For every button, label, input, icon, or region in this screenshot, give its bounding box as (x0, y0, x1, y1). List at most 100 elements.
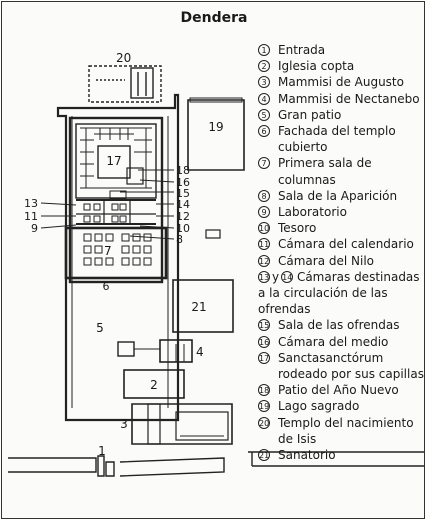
sanatorium (172, 279, 234, 333)
plan-label-21: 21 (191, 300, 206, 314)
isis-temple-building (130, 67, 154, 99)
legend-text: Templo del nacimiento de Isis (278, 415, 414, 446)
legend-text: Fachada del templo cubierto (278, 124, 396, 155)
legend-number: 4 (258, 92, 270, 105)
new-year-court (126, 167, 144, 185)
plan-label-10: 10 (176, 222, 190, 235)
legend-text: Patio del Año Nuevo (278, 383, 399, 398)
legend-number: 21 (258, 449, 270, 462)
legend-text: Gran patio (278, 107, 342, 122)
legend-item-9: 9 Laboratorio (258, 204, 424, 220)
legend-number: 19 (258, 400, 270, 413)
legend-item-4: 4 Mammisi de Nectanebo (258, 91, 424, 107)
legend-number: 15 (258, 319, 270, 332)
legend-number: 12 (258, 254, 270, 267)
legend-number: 10 (258, 222, 270, 235)
enclosure-wall (56, 93, 180, 422)
legend-text: Laboratorio (278, 205, 347, 220)
legend-text: Lago sagrado (278, 399, 360, 414)
legend-text: Cámara del Nilo (278, 253, 375, 268)
legend-number: 7 (258, 157, 270, 170)
outer-wall-right (119, 457, 225, 477)
legend-text: Entrada (278, 43, 326, 57)
legend-text: Sanatorio (278, 448, 336, 463)
legend-number: 5 (258, 108, 270, 121)
plan-label-5: 5 (96, 321, 104, 335)
plan-label-19: 19 (208, 120, 223, 134)
legend-number: 8 (258, 189, 270, 202)
legend: 1 Entrada 2 Iglesia copta 3 Mammisi de Augu… (258, 42, 424, 463)
plan-label-15: 15 (176, 187, 190, 200)
legend-number: 18 (258, 384, 270, 397)
plan-label-20: 20 (116, 51, 131, 65)
plan-label-6: 6 (103, 280, 110, 293)
legend-number: 11 (258, 238, 270, 251)
legend-number: 13 (258, 270, 270, 283)
legend-number: 9 (258, 206, 270, 219)
plan-label-16: 16 (176, 176, 190, 189)
legend-text: Sala de las ofrendas (278, 318, 400, 333)
mammisi-augustus (131, 403, 233, 445)
plan-label-17: 17 (106, 154, 121, 168)
plan-label-9: 9 (31, 222, 38, 235)
outer-wall-left (8, 457, 97, 473)
figure-title: Dendera (180, 10, 248, 26)
plan-label-7: 7 (104, 244, 112, 258)
legend-number: 2 (258, 60, 270, 73)
plan-label-2: 2 (150, 378, 158, 392)
legend-text: Cámaras destinadas a la circulación de l… (258, 269, 420, 317)
legend-text: Mammisi de Augusto (278, 75, 404, 90)
legend-number: 3 (258, 76, 270, 89)
legend-item-7: 7 Primera sala de columnas (258, 155, 424, 187)
legend-item-11: 11 Cámara del calendario (258, 236, 424, 252)
isis-temple-enclosure (88, 65, 162, 103)
legend-item-20: 20 Templo del nacimiento de Isis (258, 415, 424, 447)
sacred-lake (187, 99, 245, 171)
legend-text: Sanctasanctórum rodeado por sus capillas (278, 350, 424, 382)
entrance-gate (97, 455, 105, 477)
plan-label-14: 14 (176, 198, 190, 211)
coptic-church (123, 369, 185, 399)
legend-number: 1 (258, 44, 270, 56)
plan-label-11: 11 (24, 210, 38, 223)
legend-item-8: 8 Sala de la Aparición (258, 188, 424, 204)
first-hypostyle-hall (64, 226, 168, 280)
plan-label-18: 18 (176, 164, 190, 177)
plan-label-8: 8 (176, 233, 183, 246)
plan-label-13: 13 (24, 197, 38, 210)
legend-number: 20 (258, 416, 270, 429)
plan-label-3: 3 (120, 417, 128, 431)
legend-text: Tesoro (278, 221, 317, 236)
legend-item-6: 6 Fachada del templo cubierto (258, 123, 424, 155)
sanctuary (97, 145, 131, 179)
legend-item-15: 15 Sala de las ofrendas (258, 317, 424, 333)
legend-item-19: 19 Lago sagrado (258, 398, 424, 414)
main-temple (68, 116, 164, 284)
legend-number: 17 (258, 351, 270, 364)
legend-text: Cámara del medio (278, 334, 389, 349)
legend-item-10: 10 Tesoro (258, 220, 424, 236)
legend-item-2: 2 Iglesia copta (258, 58, 424, 74)
legend-number-2: 14 (281, 270, 294, 283)
legend-item-3: 3 Mammisi de Augusto (258, 74, 424, 90)
legend-text: Cámara del calendario (278, 237, 414, 252)
legend-text: Mammisi de Nectanebo (278, 91, 420, 106)
legend-text: Primera sala de columnas (278, 156, 372, 187)
legend-item-16: 16 Cámara del medio (258, 334, 424, 350)
legend-item-1: 1 Entrada (258, 42, 424, 58)
legend-item-18: 18 Patio del Año Nuevo (258, 382, 424, 398)
legend-text: Sala de la Aparición (278, 188, 398, 203)
legend-number: 6 (258, 125, 270, 138)
legend-item-5: 5 Gran patio (258, 107, 424, 123)
legend-item-12: 12 Cámara del Nilo (258, 253, 424, 269)
legend-number: 16 (258, 335, 270, 348)
plan-label-12: 12 (176, 210, 190, 223)
plan-label-1: 1 (98, 444, 106, 458)
plan-label-4: 4 (196, 345, 204, 359)
legend-joiner: y (272, 269, 280, 284)
legend-item-17: 17 Sanctasanctórum rodeado por sus capill… (258, 350, 424, 382)
legend-item-21: 21 Sanatorio (258, 447, 424, 463)
legend-text: Iglesia copta (278, 59, 355, 74)
